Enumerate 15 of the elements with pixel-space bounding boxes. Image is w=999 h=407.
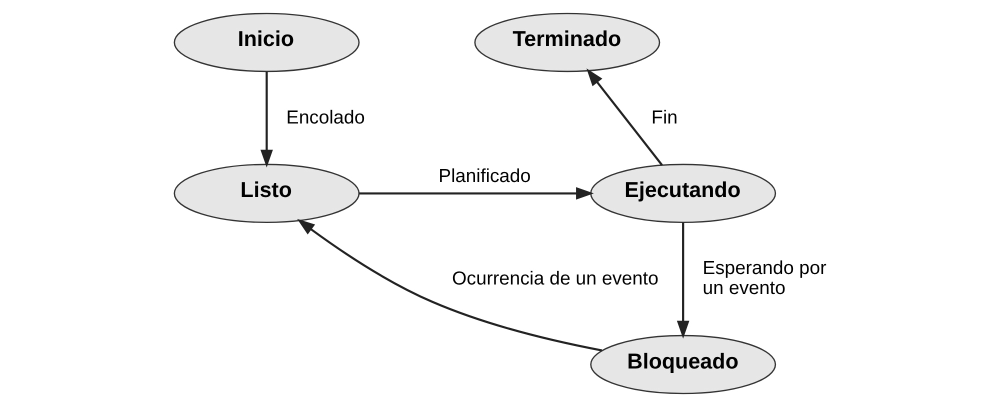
arrow [260, 72, 273, 168]
arrow [676, 222, 690, 339]
arrow [297, 218, 602, 352]
edge-label: Esperando por un evento [702, 256, 826, 298]
node-ellipse: Listo [174, 164, 360, 224]
node-ellipse: Ejecutando [590, 164, 776, 224]
arrow [586, 68, 663, 166]
edge-label: Encolado [286, 106, 365, 128]
arrow [359, 187, 594, 200]
edge-label: Fin [651, 106, 678, 128]
edge-label: Ocurrencia de un evento [452, 268, 659, 289]
node-ellipse: Terminado [474, 12, 660, 72]
node-ellipse: Inicio [174, 12, 360, 72]
node-ellipse: Bloqueado [590, 334, 776, 394]
edge-label: Planificado [438, 165, 531, 186]
